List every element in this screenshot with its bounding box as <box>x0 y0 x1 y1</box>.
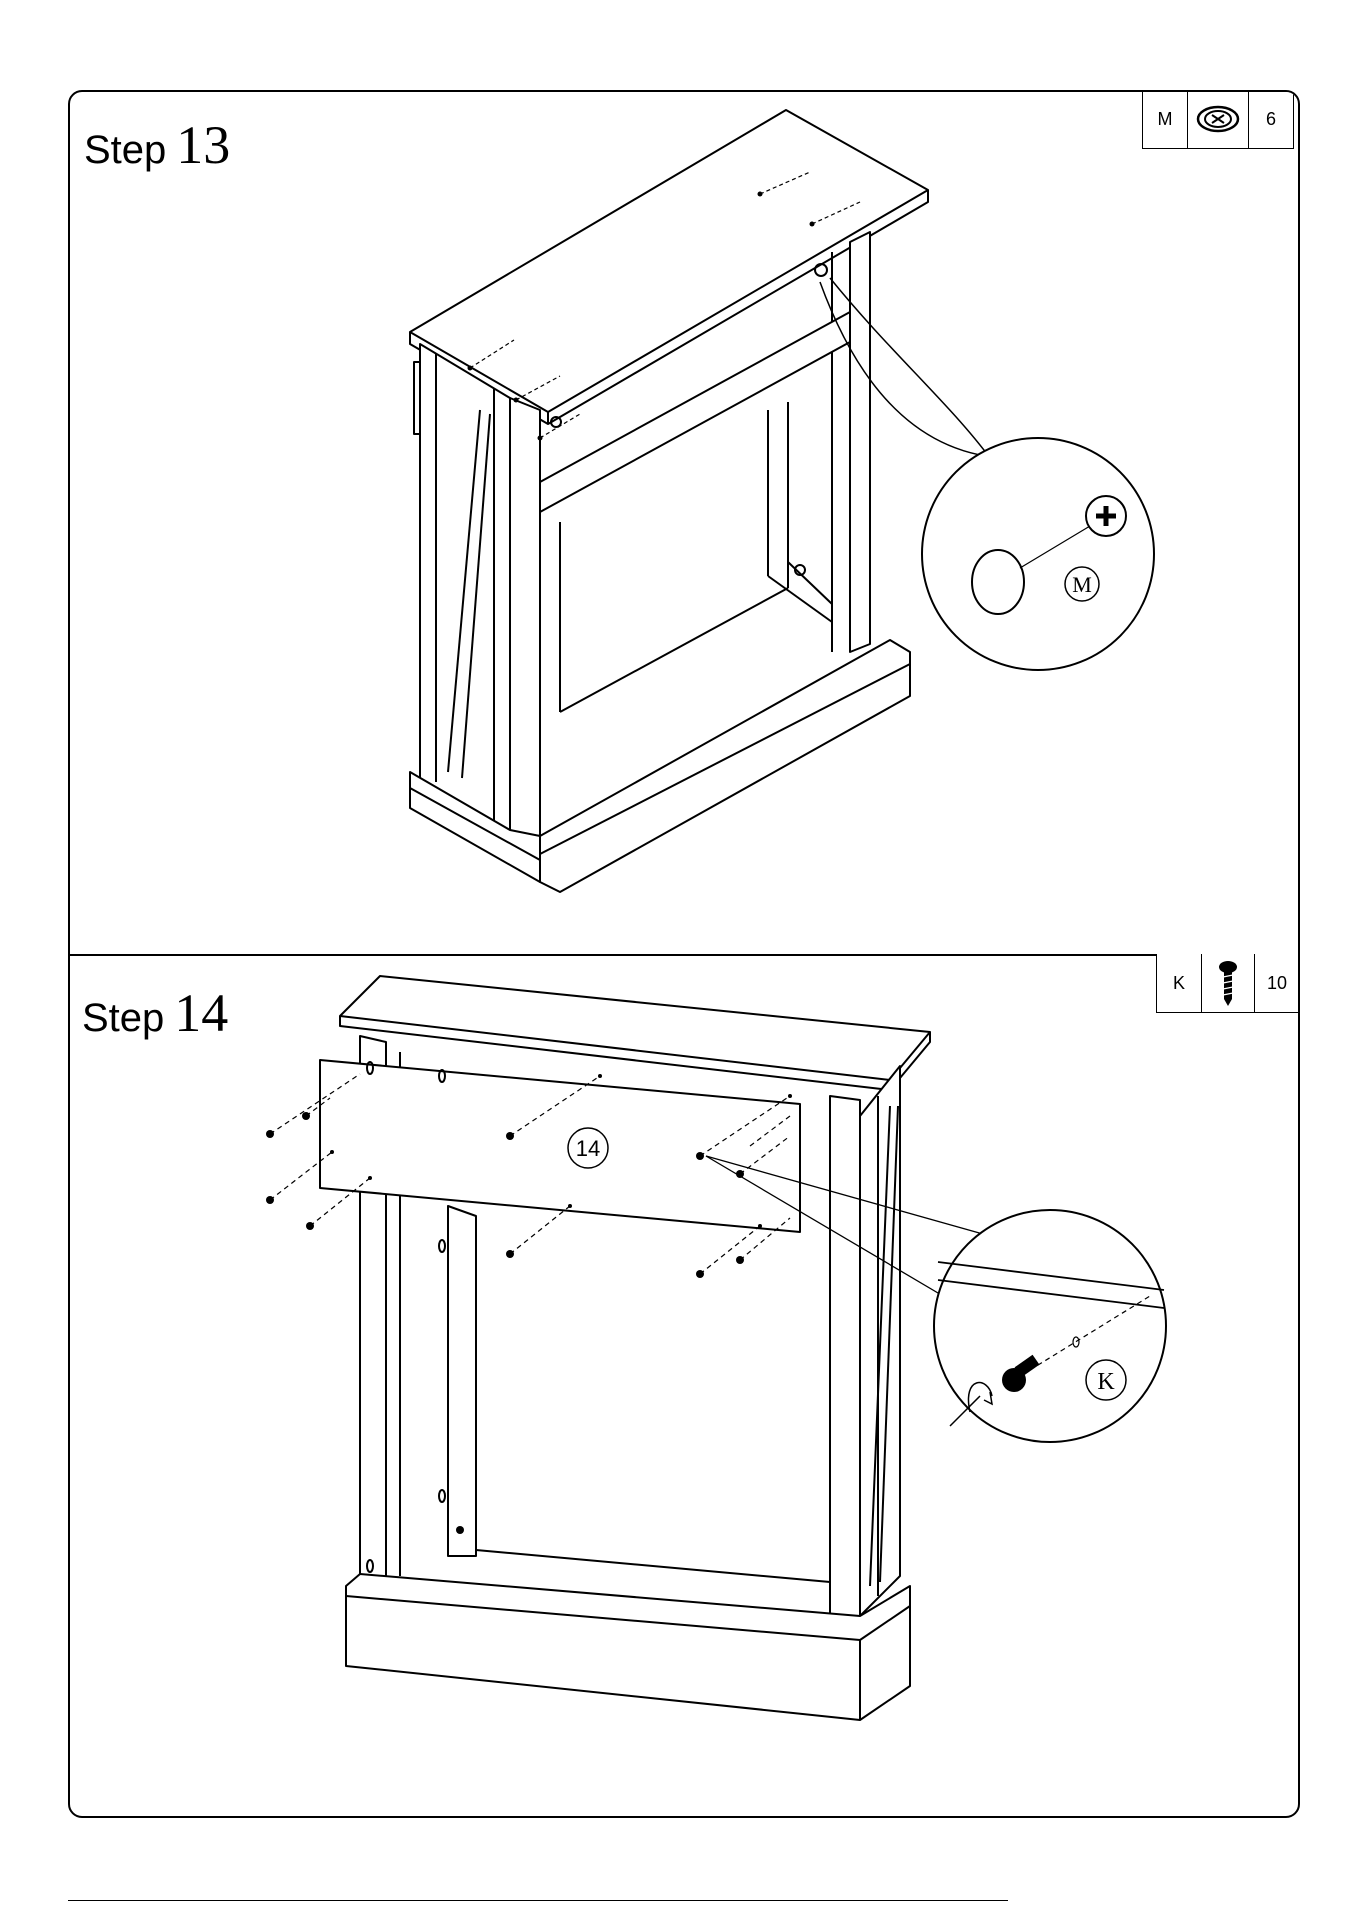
step-14-panel-label: 14 <box>576 1136 600 1161</box>
footer-rule <box>68 1900 1008 1901</box>
step-13-callout-label: M <box>1072 572 1092 597</box>
step-13-illustration: M <box>70 92 1300 952</box>
step-14-illustration: 14 K <box>70 956 1300 1818</box>
step-14-callout-label: K <box>1097 1369 1115 1395</box>
